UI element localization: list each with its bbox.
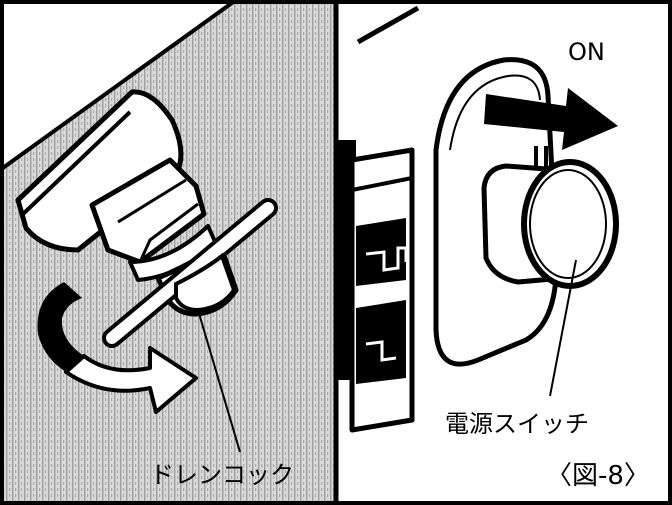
rotation-arrow-head	[64, 346, 198, 414]
drain-cock-leader	[197, 309, 241, 453]
power-switch-illustration	[336, 5, 619, 433]
drain-cock-panel: ドレンコック	[0, 0, 336, 505]
housing-edge	[356, 5, 420, 45]
on-arrow	[484, 88, 618, 150]
power-switch-label: 電源スイッチ	[445, 410, 589, 438]
power-switch-leader	[549, 259, 577, 397]
power-switch-panel: ON 電源スイッチ 〈図-8〉	[336, 0, 672, 505]
figure-number-label: 〈図-8〉	[546, 461, 650, 491]
drain-cock-label: ドレンコック	[150, 461, 294, 489]
drain-cock-illustration	[0, 0, 336, 505]
knob-face	[521, 159, 619, 289]
rotation-arrow-tail	[37, 282, 84, 372]
panel-marking	[365, 246, 408, 272]
tank-bottom	[15, 89, 184, 253]
on-label: ON	[568, 38, 605, 66]
switch-indicator-marks	[534, 146, 548, 168]
